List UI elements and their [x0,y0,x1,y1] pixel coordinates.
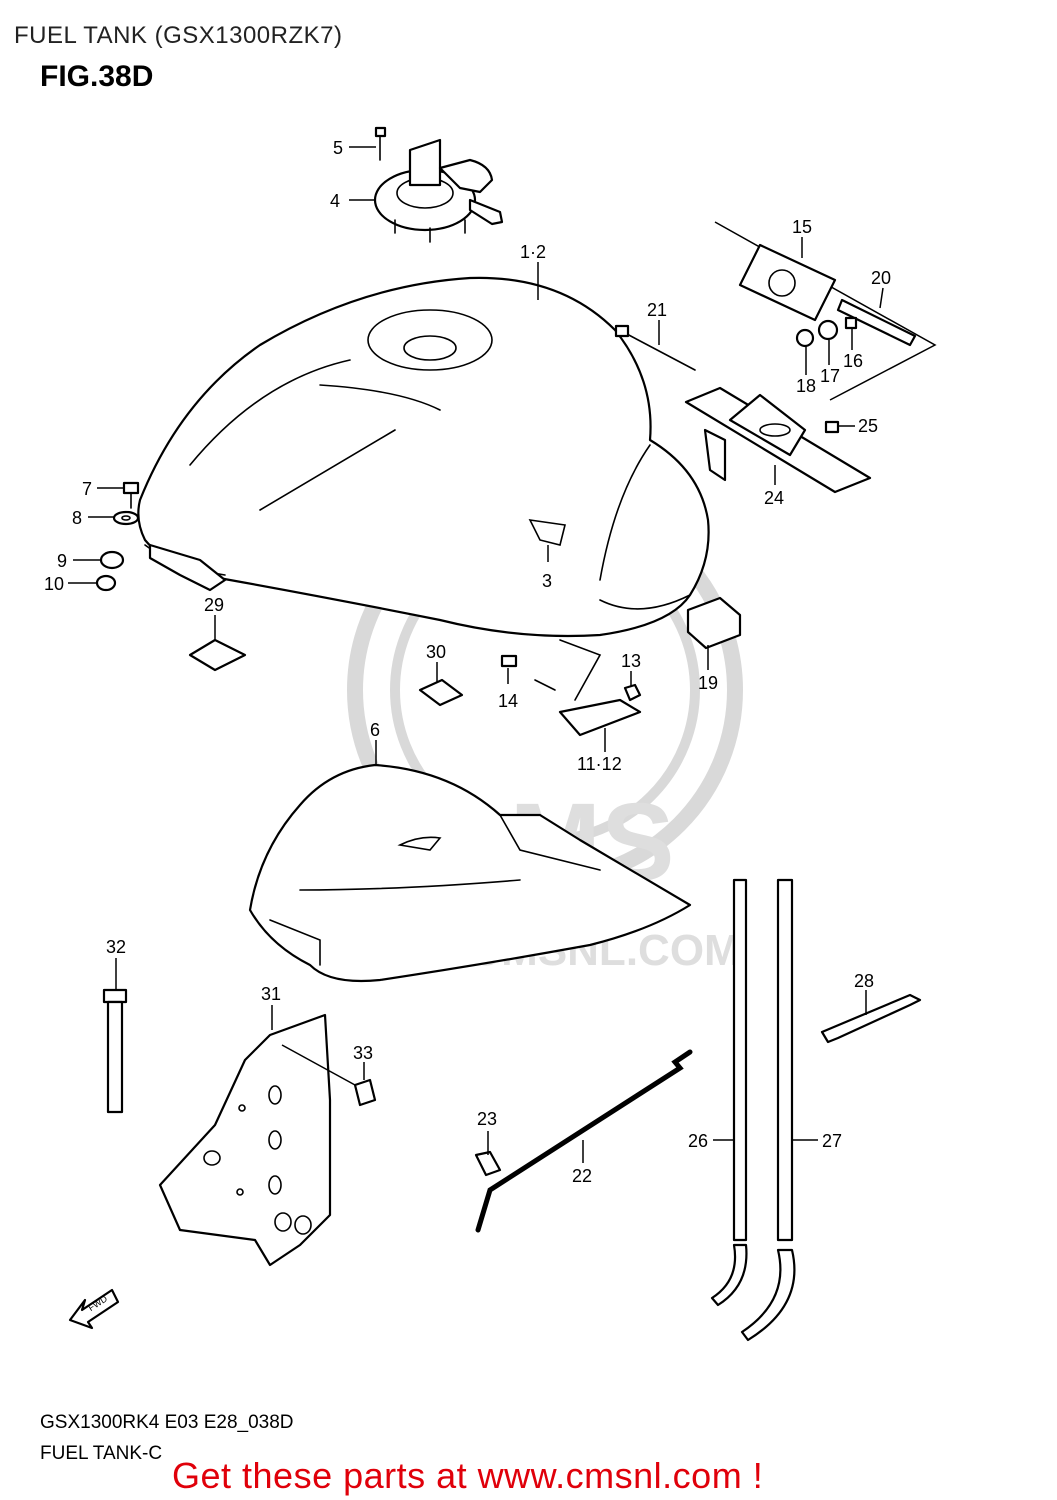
promo-link-text[interactable]: Get these parts at www.cmsnl.com ! [172,1455,764,1496]
tank-under-cover [248,763,692,983]
callout-label: 4 [330,191,340,211]
figure-title: FIG.38D [40,60,154,93]
callout-label: 3 [542,571,552,591]
callout-label: 26 [688,1131,708,1151]
callout-label: 16 [843,351,863,371]
callout-label: 29 [204,595,224,615]
callout-leader-lines [68,146,884,1163]
callout-label: 13 [621,651,641,671]
callout-label: 28 [854,971,874,991]
callout-label: 24 [764,488,784,508]
callout-label: 5 [333,138,343,158]
page-header-title: FUEL TANK (GSX1300RZK7) [14,22,343,49]
front-fasteners [95,481,227,592]
callout-labels: 1·2 3 4 5 6 7 8 9 10 11·12 13 14 15 16 1… [44,138,891,1186]
strap [102,988,128,1114]
callout-label: 6 [370,720,380,740]
callout-label: 30 [426,642,446,662]
callout-label: 11·12 [577,754,622,774]
callout-label: 10 [44,574,64,594]
callout-label: 7 [82,479,92,499]
callout-label: 9 [57,551,67,571]
callout-label: 19 [698,673,718,693]
callout-label: 27 [822,1131,842,1151]
callout-label: 23 [477,1109,497,1129]
callout-label: 22 [572,1166,592,1186]
callout-label: 1·2 [520,242,546,262]
callout-label: 20 [871,268,891,288]
fuel-cap-assembly [373,126,504,243]
callout-label: 15 [792,217,812,237]
rear-bracket-assembly [614,221,937,494]
rod-and-clip [474,1049,693,1233]
footer-diagram-name: FUEL TANK-C [40,1443,163,1464]
small-bracket [820,993,922,1044]
fwd-arrow-icon: FWD [68,1288,120,1330]
hoses [710,878,796,1342]
heat-shield-plate [158,1013,377,1267]
callout-label: 32 [106,937,126,957]
small-parts [188,596,742,737]
callout-label: 14 [498,691,518,711]
callout-label: 25 [858,416,878,436]
callout-label: 33 [353,1043,373,1063]
callout-label: 21 [647,300,667,320]
callout-label: 17 [820,366,840,386]
callout-label: 8 [72,508,82,528]
callout-label: 31 [261,984,281,1004]
callout-label: 18 [796,376,816,396]
footer-diagram-code: GSX1300RK4 E03 E28_038D [40,1412,294,1433]
fuel-tank [137,276,710,638]
